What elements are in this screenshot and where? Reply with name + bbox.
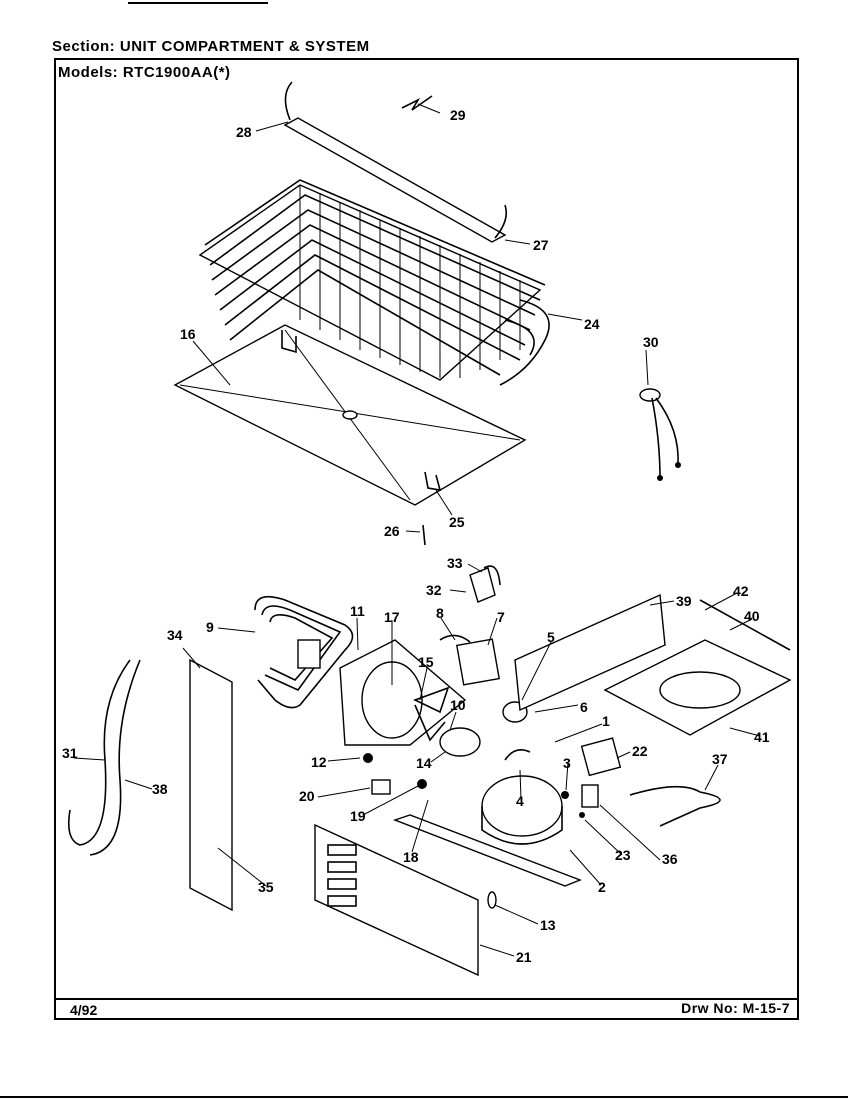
callout-28: 28: [236, 124, 252, 140]
drain-pan: [514, 593, 792, 736]
base-rail: [392, 814, 582, 887]
callout-33: 33: [447, 555, 463, 571]
section-value: UNIT COMPARTMENT & SYSTEM: [119, 38, 370, 55]
callout-12: 12: [311, 754, 327, 770]
harness-part-30: [639, 388, 681, 481]
tubing-part-29: [401, 95, 433, 111]
callout-14: 14: [416, 755, 432, 771]
bottom-rule: [0, 1096, 848, 1098]
side-panel: [189, 658, 233, 912]
drawing-number: Drw No: M-15-7: [681, 1000, 790, 1016]
drier-tube: [283, 81, 508, 243]
callout-37: 37: [712, 751, 728, 767]
models-value: RTC1900AA(*): [122, 64, 231, 81]
footer-rule: [54, 998, 799, 1000]
clip-part-26: [422, 524, 426, 546]
callout-36: 36: [662, 851, 678, 867]
callout-39: 39: [676, 593, 692, 609]
callout-42: 42: [733, 583, 749, 599]
callout-27: 27: [533, 237, 549, 253]
drain-tray: [173, 324, 527, 506]
fan-shroud: [339, 639, 481, 757]
drawing-date: 4/92: [70, 1002, 98, 1018]
section-title: Section: UNIT COMPARTMENT & SYSTEM: [52, 38, 370, 55]
callout-25: 25: [449, 514, 465, 530]
callout-35: 35: [258, 879, 274, 895]
grommet-part-12: [363, 753, 373, 763]
callout-11: 11: [350, 603, 365, 619]
relay-part-7: [439, 634, 501, 686]
top-rule: [128, 2, 268, 4]
callout-23: 23: [615, 847, 631, 863]
tubing-part-31-38: [67, 659, 141, 856]
models-title: Models: RTC1900AA(*): [58, 64, 231, 81]
callout-38: 38: [152, 781, 168, 797]
callout-10: 10: [450, 697, 466, 713]
callout-26: 26: [384, 523, 400, 539]
grommet-part-19: [417, 779, 427, 789]
callout-1: 1: [602, 713, 610, 729]
callout-29: 29: [450, 107, 466, 123]
callout-31: 31: [62, 745, 78, 761]
drawing-frame: [54, 58, 799, 1020]
drawing-number-value: M-15-7: [742, 1000, 790, 1016]
bracket-part-32-33: [469, 565, 501, 603]
callout-21: 21: [516, 949, 532, 965]
capacitor-part-20: [371, 779, 391, 795]
callout-17: 17: [384, 609, 400, 625]
callout-40: 40: [744, 608, 760, 624]
condenser-part-9: [254, 595, 354, 709]
callout-41: 41: [754, 729, 770, 745]
grommet-part-3: [561, 791, 569, 799]
callout-16: 16: [180, 326, 196, 342]
condenser-coil: [198, 179, 550, 386]
callout-30: 30: [643, 334, 659, 350]
screw-part-23: [579, 812, 585, 818]
callout-3: 3: [563, 755, 571, 771]
drawing-number-label: Drw No:: [681, 1000, 739, 1016]
callout-22: 22: [632, 743, 648, 759]
callout-15: 15: [418, 654, 434, 670]
callout-20: 20: [299, 788, 315, 804]
callout-8: 8: [436, 605, 444, 621]
callout-6: 6: [580, 699, 588, 715]
callout-13: 13: [540, 917, 556, 933]
callout-18: 18: [403, 849, 419, 865]
callout-34: 34: [167, 627, 183, 643]
callout-9: 9: [206, 619, 214, 635]
callout-32: 32: [426, 582, 442, 598]
louvre-panel: [314, 823, 479, 977]
callout-19: 19: [350, 808, 366, 824]
callout-24: 24: [584, 316, 600, 332]
section-label: Section:: [52, 38, 116, 55]
callout-2: 2: [598, 879, 606, 895]
plug-part-13: [487, 891, 497, 909]
models-label: Models:: [58, 64, 119, 81]
overload-part-22: [580, 737, 622, 808]
callout-7: 7: [497, 609, 505, 625]
power-cord: [629, 785, 721, 827]
compressor: [481, 701, 563, 845]
callout-5: 5: [547, 629, 555, 645]
callout-4: 4: [516, 793, 524, 809]
